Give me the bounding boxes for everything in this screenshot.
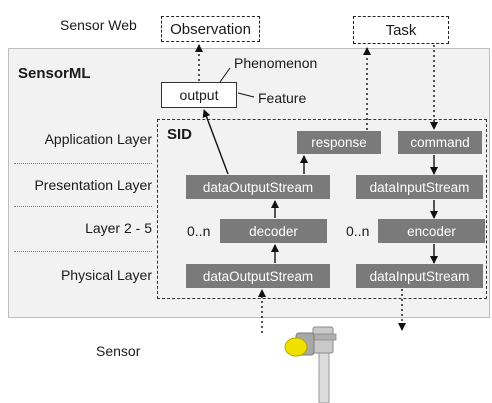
feature-label: Feature [258, 90, 307, 106]
data-output-stream-box-bottom: dataOutputStream [186, 264, 330, 288]
layer-separator [14, 206, 152, 207]
encoder-box: encoder [378, 219, 485, 243]
sensor-icon [284, 326, 337, 403]
feature-pointer [237, 92, 255, 98]
data-input-stream-box-bottom: dataInputStream [356, 264, 483, 288]
command-box: command [398, 131, 482, 154]
layer-separator [14, 163, 152, 164]
layer-separator [14, 251, 152, 252]
application-layer-label: Application Layer [44, 131, 152, 147]
phenomenon-label: Phenomenon [234, 55, 318, 71]
physical-layer-label: Physical Layer [60, 267, 152, 283]
response-box: response [297, 131, 381, 154]
data-output-stream-box-top: dataOutputStream [186, 175, 330, 199]
data-input-stream-box-top: dataInputStream [356, 175, 483, 199]
presentation-layer-label: Presentation Layer [34, 177, 152, 193]
task-box: Task [353, 16, 449, 44]
decoder-box: decoder [220, 219, 327, 243]
stream-to-output-arrow [202, 109, 229, 175]
phenomenon-pointer [219, 67, 231, 83]
decoder-multiplicity: 0..n [187, 223, 211, 239]
output-box: output [161, 82, 237, 108]
layer-2-5-label: Layer 2 - 5 [85, 220, 152, 236]
sensorml-title: SensorML [18, 65, 91, 82]
sid-title: SID [167, 126, 193, 143]
sid-box [157, 119, 487, 299]
sensor-label: Sensor [96, 343, 141, 359]
sensor-web-label: Sensor Web [60, 17, 137, 33]
encoder-multiplicity: 0..n [346, 223, 370, 239]
observation-box: Observation [161, 16, 260, 42]
